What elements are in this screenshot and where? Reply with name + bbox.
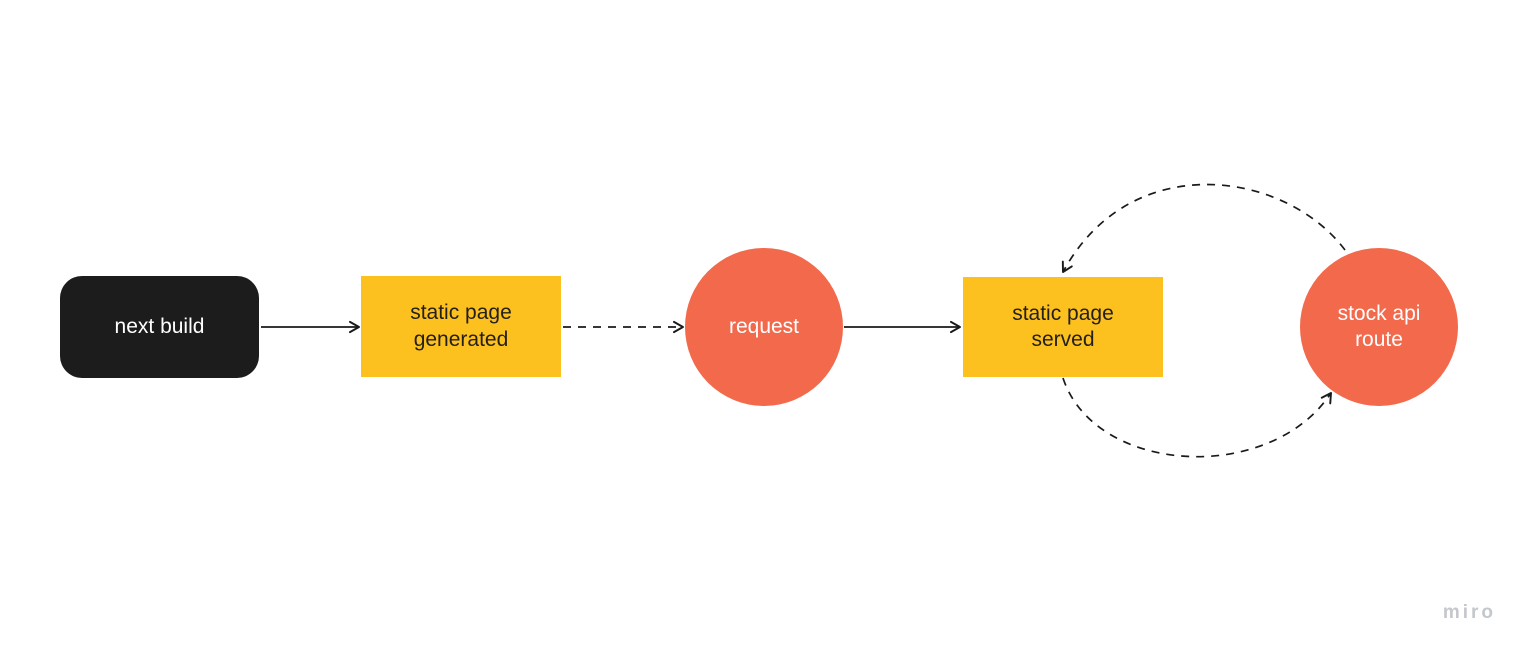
node-static-page-served[interactable]: static page served bbox=[963, 277, 1163, 377]
node-request[interactable]: request bbox=[685, 248, 843, 406]
node-stock-api-route-label: stock api route bbox=[1337, 301, 1421, 351]
node-static-page-generated-label: static page generated bbox=[410, 301, 512, 351]
node-next-build-label: next build bbox=[114, 314, 205, 338]
arrow-static-page-served-to-stock-api-route[interactable] bbox=[1062, 377, 1332, 458]
node-static-page-served-label: static page served bbox=[1012, 301, 1114, 351]
miro-watermark: miro bbox=[1442, 602, 1496, 623]
arrow-stock-api-route-to-static-page-served[interactable] bbox=[1061, 183, 1346, 273]
node-stock-api-route[interactable]: stock api route bbox=[1300, 248, 1458, 406]
node-static-page-generated[interactable]: static page generated bbox=[361, 276, 561, 377]
node-request-label: request bbox=[728, 314, 800, 338]
node-next-build[interactable]: next build bbox=[60, 276, 259, 378]
